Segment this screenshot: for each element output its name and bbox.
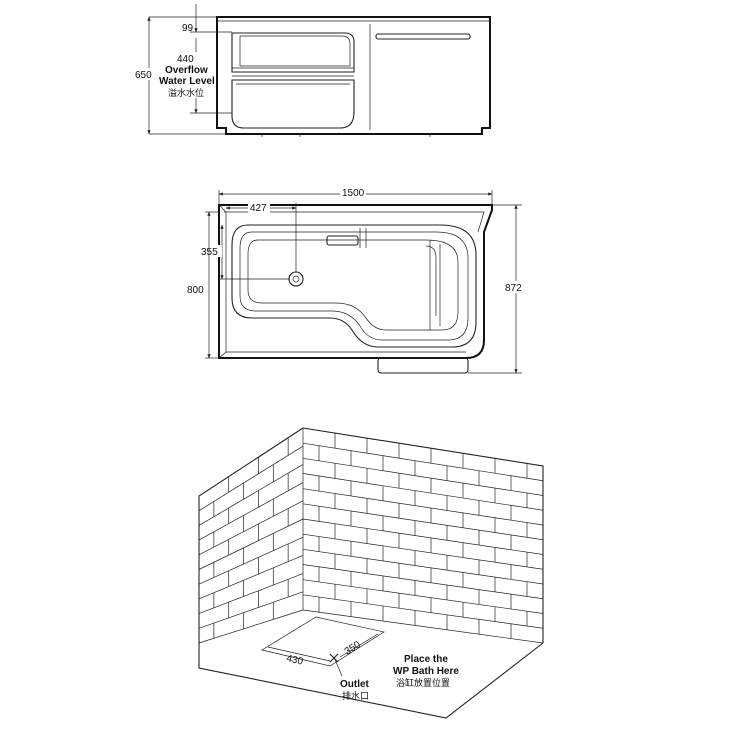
plan-grab-handle	[326, 235, 359, 246]
bath-bowl	[231, 224, 477, 348]
dim-plan-872: 872	[505, 283, 522, 294]
side-grab-rail	[375, 33, 471, 40]
outlet-label-zh: 排水口	[342, 690, 369, 702]
overflow-label-zh: 溢水水位	[168, 87, 204, 99]
dim-plan-1500: 1500	[342, 188, 365, 199]
dim-plan-800: 800	[187, 285, 204, 296]
plan-view: 1500 427 355 800 872	[186, 186, 526, 374]
dim-plan-427: 427	[250, 203, 267, 214]
overflow-label-line1: Overflow	[165, 65, 208, 76]
place-label-line1: Place the	[404, 654, 448, 665]
dim-outlet-350: 350	[343, 639, 363, 657]
back-wall	[302, 427, 544, 643]
dim-side-99: 99	[182, 23, 194, 34]
brick-wall-pattern	[198, 433, 544, 639]
waste-outlet	[288, 271, 304, 287]
installation-view: 430 350 Outlet 排水口 Place the WP Bath Her…	[198, 427, 544, 719]
dim-side-650: 650	[135, 70, 152, 81]
plan-bottom-rail	[377, 357, 469, 374]
place-label-zh: 浴缸放置位置	[396, 677, 450, 689]
dim-side-440: 440	[177, 54, 194, 65]
dim-plan-355: 355	[201, 247, 218, 258]
outlet-area	[261, 616, 385, 667]
left-wall	[198, 427, 304, 643]
outlet-label: Outlet	[340, 679, 370, 690]
dim-outlet-430: 430	[285, 653, 304, 668]
place-label-line2: WP Bath Here	[393, 666, 459, 677]
overflow-label-line2: Water Level	[159, 76, 215, 87]
floor-outline	[198, 642, 544, 719]
side-view: 99 440 Overflow Water Level 溢水水位 650	[134, 4, 491, 137]
side-view-outline	[216, 16, 491, 135]
